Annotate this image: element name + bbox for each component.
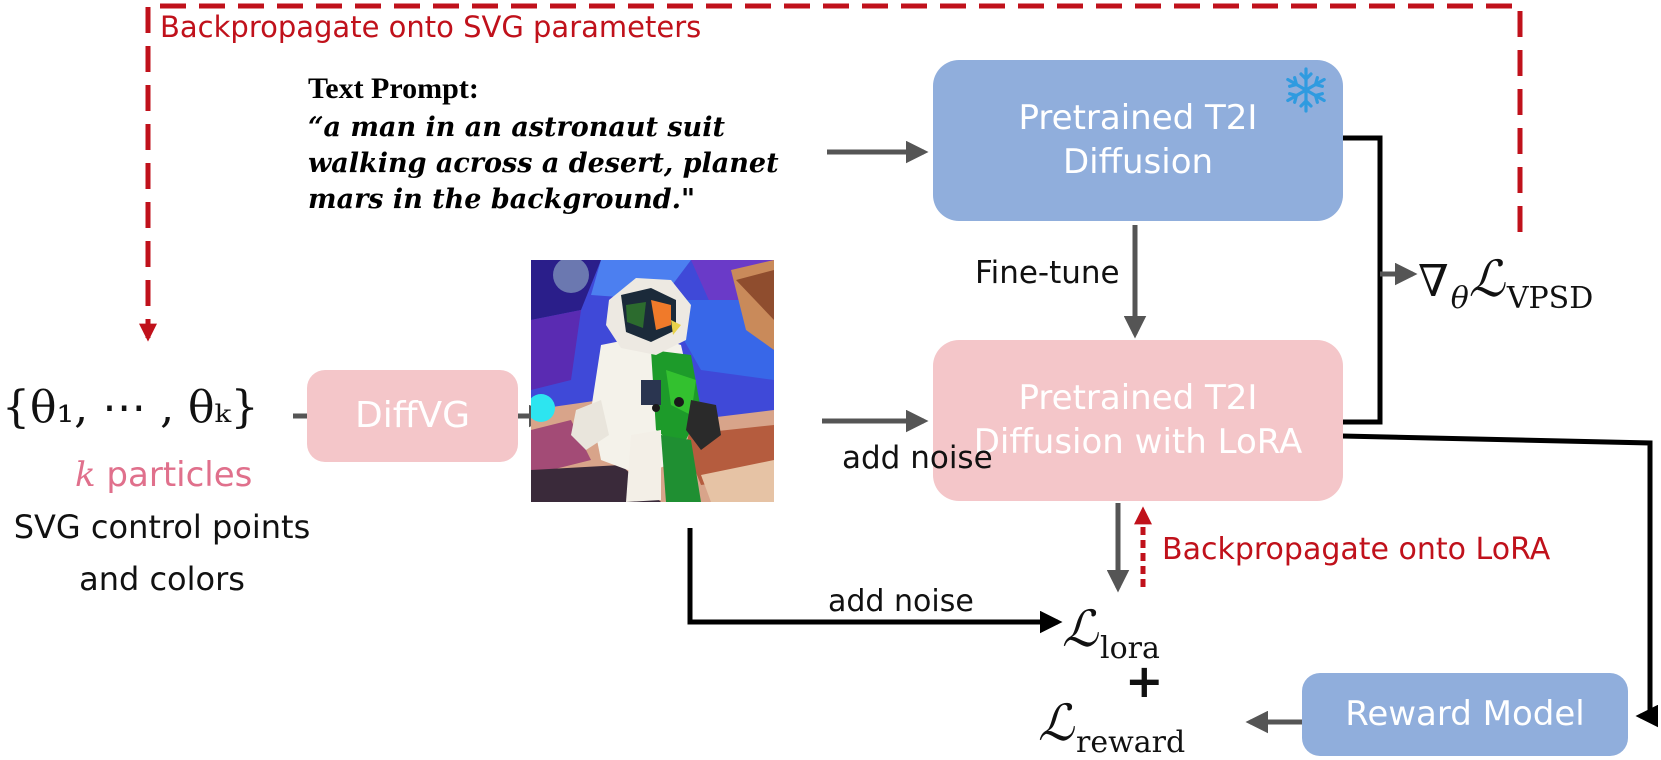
particles-k: k bbox=[75, 455, 96, 495]
grad-vpsd: ∇θℒVPSD bbox=[1418, 250, 1593, 316]
reward-model-label: Reward Model bbox=[1345, 693, 1585, 734]
diffvg-box: DiffVG bbox=[307, 370, 518, 462]
plus-sign: + bbox=[1125, 654, 1164, 708]
loss-symbol: ℒ bbox=[1468, 250, 1505, 308]
svg-desc-line2: and colors bbox=[79, 560, 245, 598]
t2i-to-grad-line bbox=[1342, 135, 1383, 425]
lora-diffusion-box: Pretrained T2I Diffusion with LoRA bbox=[933, 340, 1343, 501]
finetune-label: Fine-tune bbox=[975, 255, 1120, 291]
backprop-svg-label: Backpropagate onto SVG parameters bbox=[160, 10, 702, 44]
backprop-svg-arrow bbox=[139, 3, 1523, 342]
backprop-lora-label: Backpropagate onto LoRA bbox=[1162, 532, 1551, 567]
lora-to-reward-arrow bbox=[1341, 433, 1658, 728]
theta-set: {θ₁, ⋯ , θₖ} bbox=[2, 382, 259, 433]
particles-label: k particles bbox=[75, 455, 252, 495]
grad-subscript: θ bbox=[1450, 281, 1469, 316]
loss-reward: ℒreward bbox=[1038, 694, 1185, 760]
reward-model-box: Reward Model bbox=[1302, 673, 1628, 756]
add-noise-label-1: add noise bbox=[842, 440, 993, 476]
lora-diffusion-label: Pretrained T2I Diffusion with LoRA bbox=[973, 377, 1303, 462]
loss-symbol: ℒ bbox=[1062, 600, 1099, 658]
prompt-text: “a man in an astronaut suit walking acro… bbox=[308, 112, 779, 215]
lora-subscript: lora bbox=[1100, 631, 1160, 666]
add-noise-label-2: add noise bbox=[828, 584, 974, 619]
generated-svg-image bbox=[531, 260, 774, 502]
t2i-diffusion-box: Pretrained T2I Diffusion bbox=[933, 60, 1343, 221]
nabla-symbol: ∇ bbox=[1418, 256, 1449, 307]
prompt-title: Text Prompt: bbox=[308, 72, 479, 105]
image-to-llora-arrow bbox=[687, 528, 1063, 634]
particles-text: particles bbox=[106, 455, 253, 495]
vpsd-subscript: VPSD bbox=[1506, 281, 1594, 316]
reward-subscript: reward bbox=[1076, 725, 1186, 760]
loss-lora: ℒlora bbox=[1062, 600, 1160, 666]
svg-desc-line1: SVG control points bbox=[13, 508, 311, 546]
diffvg-label: DiffVG bbox=[354, 394, 471, 436]
loss-symbol: ℒ bbox=[1038, 694, 1075, 752]
snowflake-icon bbox=[1286, 67, 1326, 113]
t2i-diffusion-label: Pretrained T2I Diffusion bbox=[1018, 97, 1258, 182]
